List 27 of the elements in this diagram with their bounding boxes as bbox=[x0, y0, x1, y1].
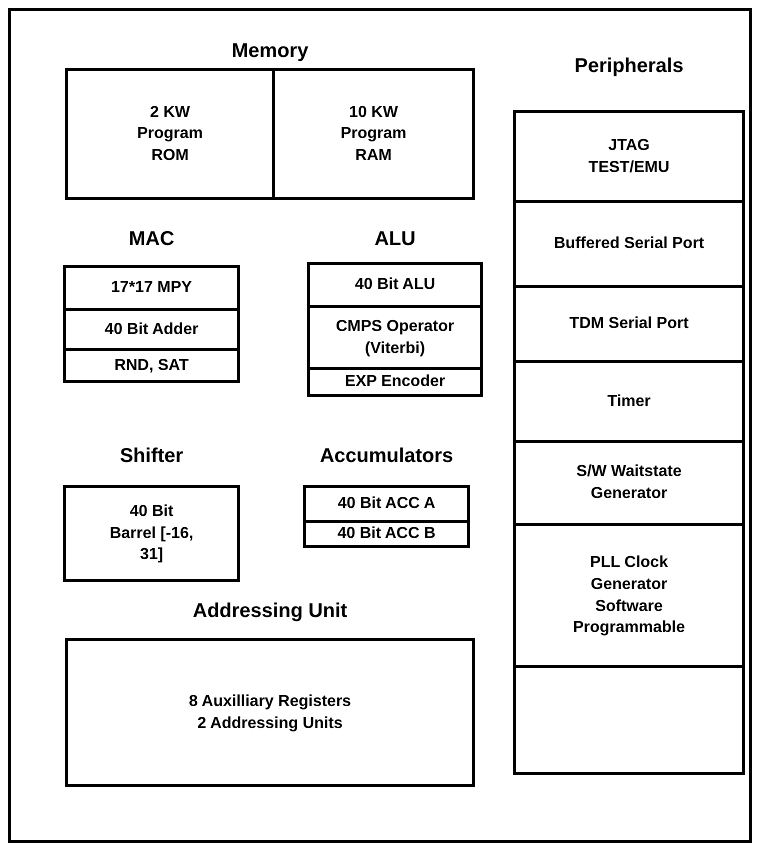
group-heading: Accumulators bbox=[318, 445, 454, 468]
group-heading: Shifter bbox=[118, 445, 184, 468]
block-text: 2 Addressing Units bbox=[196, 714, 344, 734]
group-heading: ALU bbox=[373, 228, 417, 251]
block-text: 8 Auxilliary Registers bbox=[188, 692, 352, 712]
unit-row: 10 KW Program RAM bbox=[272, 71, 472, 197]
unit-row: EXP Encoder bbox=[310, 367, 480, 394]
unit-row: CMPS Operator (Viterbi) bbox=[310, 305, 480, 367]
unit-row: 17*17 MPY bbox=[66, 268, 237, 308]
unit-row: TDM Serial Port bbox=[516, 285, 742, 360]
unit-row: Timer bbox=[516, 360, 742, 440]
group-heading: MAC bbox=[128, 228, 176, 251]
unit-row: JTAG TEST/EMU bbox=[516, 113, 742, 200]
group-heading: Addressing Unit bbox=[192, 600, 348, 623]
unit-row: Buffered Serial Port bbox=[516, 200, 742, 285]
unit-row: S/W Waitstate Generator bbox=[516, 440, 742, 523]
unit-row: 40 Bit ACC A bbox=[306, 488, 467, 520]
unit-row: 40 Bit Adder bbox=[66, 308, 237, 348]
block-text: 40 Bit Barrel [-16, 31] bbox=[108, 502, 194, 566]
unit-row: 40 Bit ALU bbox=[310, 265, 480, 305]
unit-row: 2 KW Program ROM bbox=[68, 71, 272, 197]
group-heading: Peripherals bbox=[574, 55, 684, 78]
unit-row: PLL Clock Generator Software Programmable bbox=[516, 523, 742, 665]
unit-row: 40 Bit ACC B bbox=[306, 520, 467, 545]
frame-border bbox=[8, 8, 752, 843]
unit-row: RND, SAT bbox=[66, 348, 237, 380]
group-heading: Memory bbox=[230, 40, 310, 63]
